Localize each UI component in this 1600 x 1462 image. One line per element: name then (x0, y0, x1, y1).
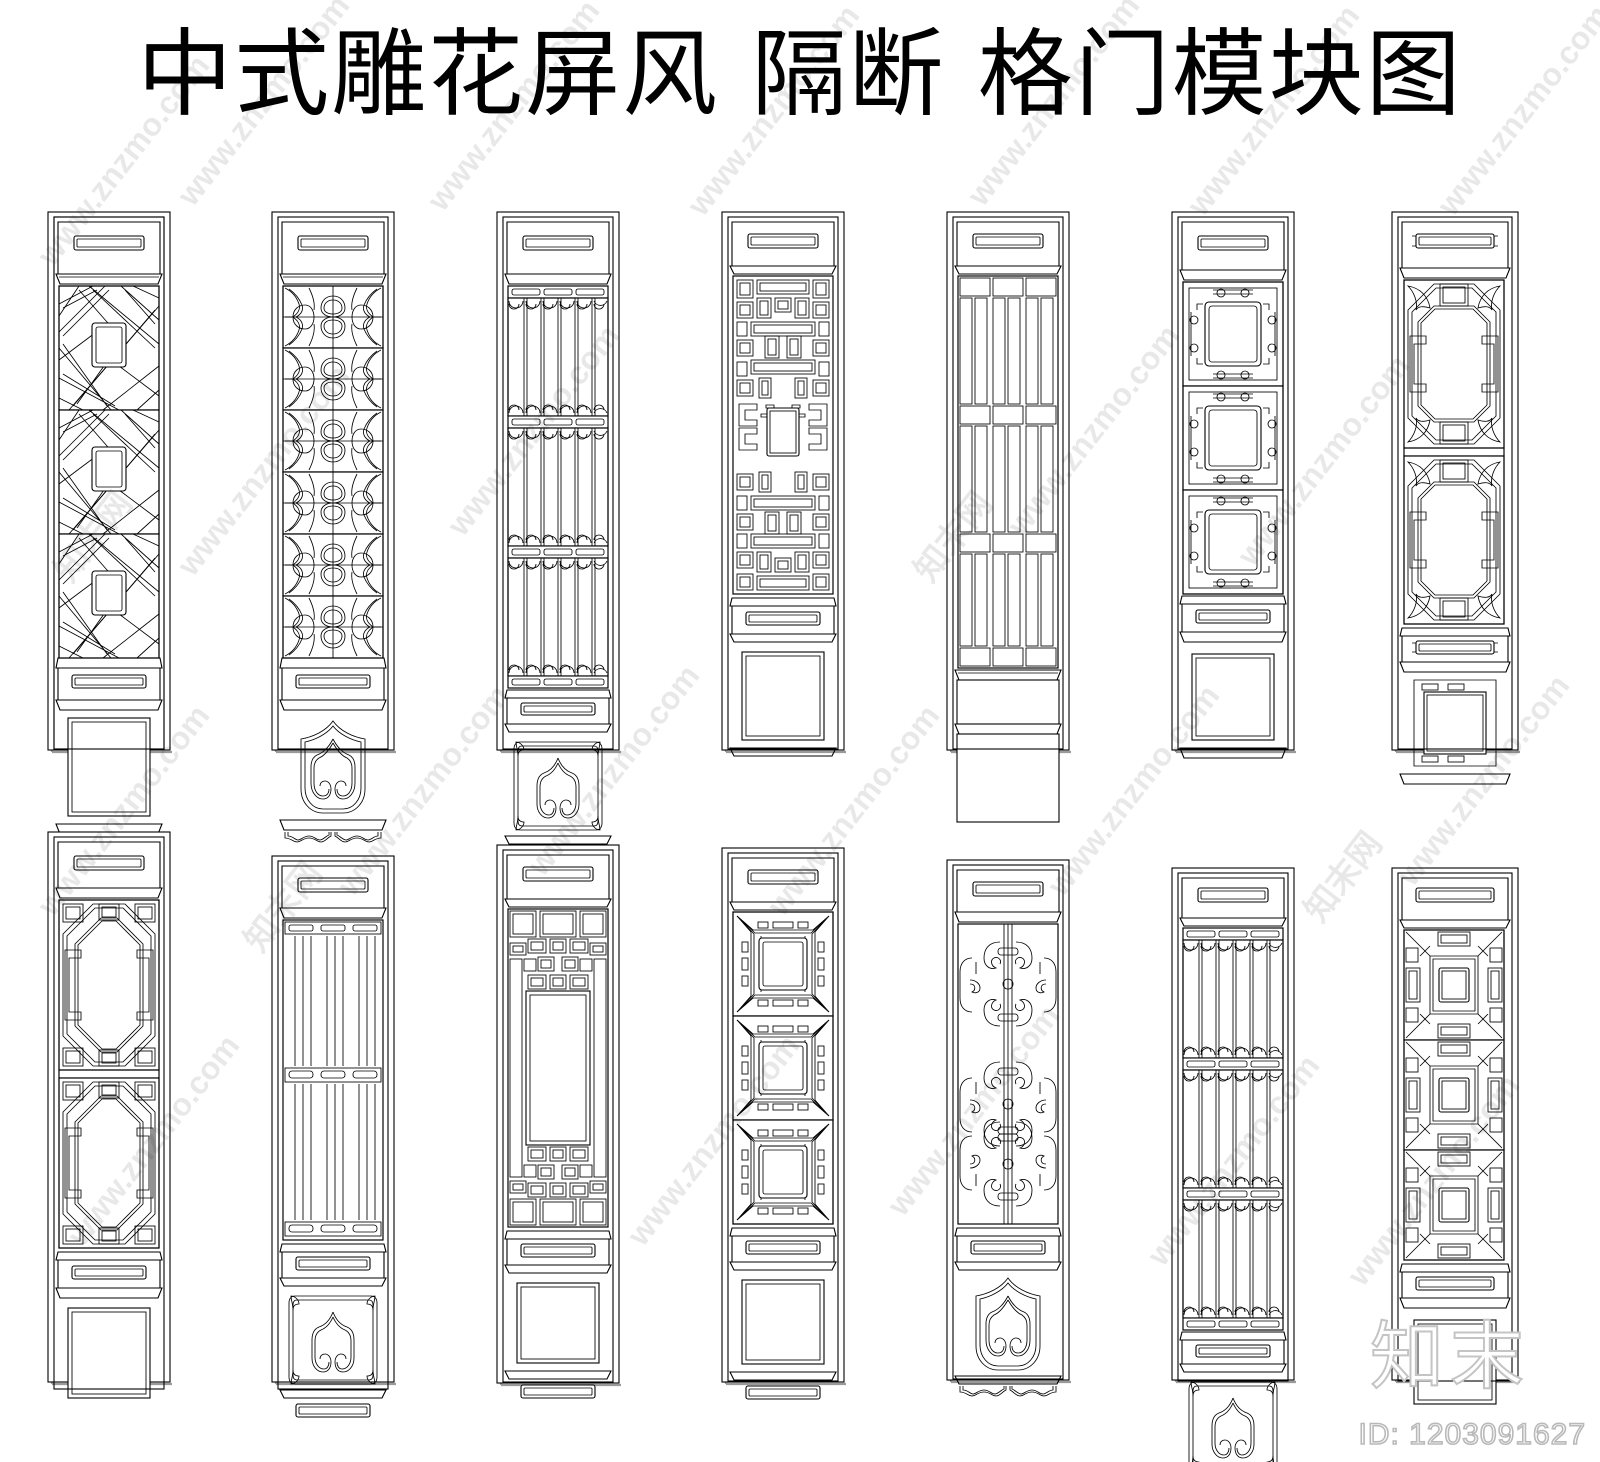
mid-rail (729, 597, 837, 643)
skirt-panel (954, 679, 1062, 823)
lattice-area (1403, 279, 1505, 625)
lattice-area (282, 285, 384, 659)
skirt-panel (1188, 1381, 1278, 1462)
band-rail (507, 285, 609, 299)
head-cap (279, 221, 387, 285)
panel-ice-crack-lattice-screen[interactable] (47, 211, 172, 835)
head-cap (55, 841, 163, 899)
head-cap (729, 857, 837, 911)
band-rail (1182, 927, 1284, 941)
skirt-panel (1191, 653, 1275, 741)
band-rail (507, 415, 609, 429)
head-cap (504, 221, 612, 285)
mid-rail (504, 1230, 612, 1274)
bottom-apron (959, 1385, 1057, 1397)
panel-block-geometry-center-panel-screen[interactable] (496, 844, 621, 1399)
panel-plain-vertical-bar-screen[interactable] (946, 211, 1071, 823)
mid-rail (729, 1227, 837, 1271)
lattice-area (58, 285, 160, 659)
head-cap (504, 854, 612, 908)
brand-logo: 知末 (1369, 1313, 1530, 1401)
head-cap (55, 221, 163, 285)
head-cap (729, 221, 837, 275)
skirt-panel (67, 717, 151, 817)
bottom-apron (284, 831, 382, 843)
panel-ornate-framed-cartouche-screen[interactable] (1171, 211, 1296, 759)
bottom-apron (520, 1384, 596, 1399)
head-cap (1399, 877, 1511, 929)
panel-curvilinear-cloud-scroll-screen[interactable] (946, 859, 1071, 1397)
skirt-panel (741, 1279, 825, 1365)
band-rail (507, 545, 609, 559)
head-cap (1399, 221, 1511, 279)
band-rail (1182, 1187, 1284, 1201)
lattice-area (282, 919, 384, 1241)
panel-long-baluster-bar-screen[interactable] (271, 855, 396, 1418)
lattice-area (58, 899, 160, 1249)
document-id: ID: 1203091627 (1358, 1417, 1586, 1452)
head-cap (279, 865, 387, 919)
mid-rail (1179, 1331, 1287, 1373)
panel-quatrefoil-floral-lattice-screen[interactable] (271, 211, 396, 843)
panel-meander-key-lattice-screen[interactable] (721, 211, 846, 757)
mid-rail (55, 657, 163, 711)
head-cap (1179, 877, 1287, 927)
panel-octagonal-ruyi-corner-screen[interactable] (1391, 211, 1520, 785)
lattice-area (1182, 927, 1284, 1331)
head-cap (954, 869, 1062, 923)
lattice-area (1182, 281, 1284, 595)
skirt-panel (516, 1282, 600, 1364)
mid-rail (954, 1227, 1062, 1271)
panel-octagon-corner-square-screen[interactable] (47, 831, 172, 1399)
head-cap (954, 221, 1062, 275)
lattice-area (732, 275, 834, 595)
mid-rail (1179, 595, 1287, 643)
mid-rail (1399, 1263, 1511, 1309)
mid-rail (279, 657, 387, 711)
panel-greek-key-bracket-frame-screen[interactable] (721, 847, 846, 1400)
page-title: 中式雕花屏风 隔断 格门模块图 (137, 20, 1463, 130)
bottom-apron (295, 1403, 371, 1418)
mid-rail (504, 689, 612, 733)
mid-rail (55, 1251, 163, 1299)
skirt-panel (1413, 679, 1497, 767)
band-rail (1182, 1317, 1284, 1331)
skirt-panel (1413, 1319, 1497, 1405)
lattice-area (957, 923, 1059, 1225)
panel-octagon-grid-lattice-screen[interactable] (1391, 867, 1520, 1405)
skirt-panel (741, 651, 825, 741)
lattice-area (507, 285, 609, 689)
mid-rail (279, 1243, 387, 1287)
panel-scalloped-baluster-screen[interactable] (496, 211, 621, 857)
bottom-apron (745, 1385, 821, 1400)
head-cap (1179, 221, 1287, 281)
band-rail (1182, 1057, 1284, 1071)
panel-scalloped-baluster-screen-b[interactable] (1171, 867, 1296, 1462)
band-rail (507, 675, 609, 689)
skirt-panel (67, 1307, 151, 1399)
lattice-area (1403, 929, 1505, 1261)
lattice-area (507, 908, 609, 1228)
lattice-area (957, 275, 1059, 669)
lattice-area (732, 911, 834, 1225)
mid-rail (1399, 627, 1511, 673)
skirt-panel (513, 741, 603, 831)
